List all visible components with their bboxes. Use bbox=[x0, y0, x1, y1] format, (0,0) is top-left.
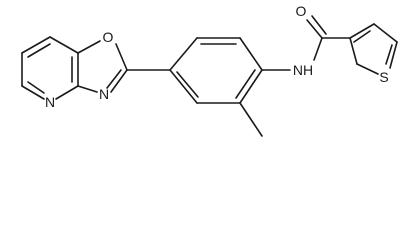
thiophene-ring bbox=[349, 23, 398, 75]
chemical-structure-diagram: O N N NH O S bbox=[21, 3, 398, 137]
carbonyl-oxygen-label: O bbox=[296, 3, 307, 19]
phenyl-ring bbox=[169, 37, 263, 104]
oxazole-nitrogen-label: N bbox=[99, 86, 109, 102]
pyridine-nitrogen-label: N bbox=[45, 94, 55, 110]
amide-nh-label: NH bbox=[293, 62, 313, 78]
amide-linkage bbox=[261, 15, 351, 71]
methyl-bond bbox=[239, 102, 263, 137]
pyridine-ring bbox=[21, 36, 79, 100]
oxazole-oxygen-label: O bbox=[103, 29, 114, 45]
oxazole-ring bbox=[77, 40, 128, 93]
thiophene-sulfur-label: S bbox=[379, 69, 388, 85]
